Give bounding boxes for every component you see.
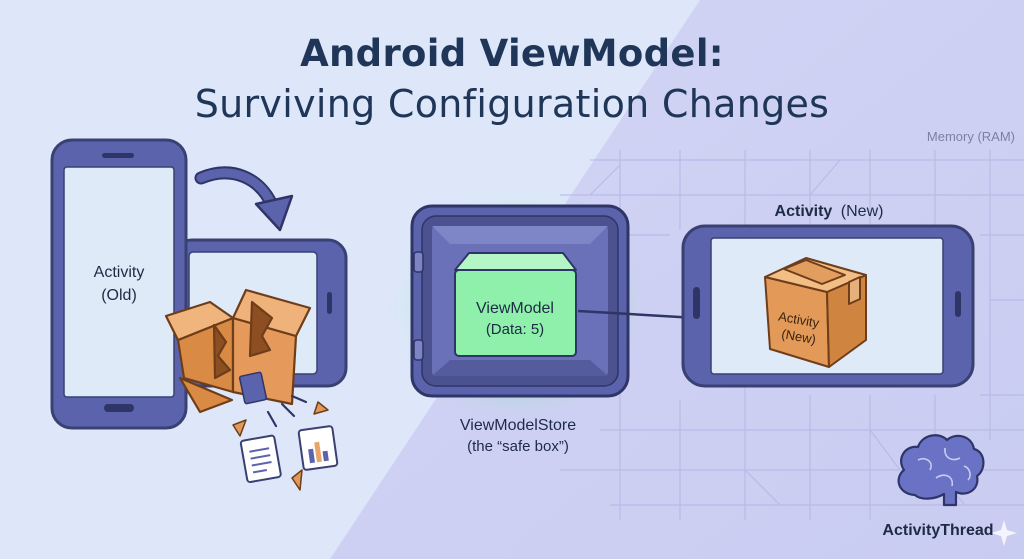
sparkle-icon [991,520,1017,546]
old-activity-name: Activity [94,264,145,281]
viewmodel-box [454,252,577,357]
viewmodel-name: ViewModel [476,300,554,317]
chart-icon [297,425,339,471]
intact-box-icon [764,257,867,368]
old-activity-state: (Old) [101,287,137,304]
store-note: (the “safe box”) [467,438,569,455]
background-right [330,0,1024,559]
document-icon [239,434,282,483]
brain-icon [897,434,985,507]
activity-thread-label: ActivityThread [882,522,993,539]
old-phone [50,138,188,430]
viewmodel-data: (Data: 5) [486,321,544,338]
memory-label: Memory (RAM) [927,129,1015,144]
title-line-2: Surviving Configuration Changes [194,82,830,126]
crack-lines [266,394,308,428]
new-box-line1: Activity [777,309,821,331]
new-activity-heading-bold: Activity [775,203,833,220]
store-name: ViewModelStore [460,417,576,434]
new-activity-heading-rest: (New) [841,203,884,220]
broken-box-icon [164,288,312,414]
box-fragments [232,401,329,491]
new-activity-heading: Activity (New) [775,203,884,220]
new-box-line2: (New) [780,326,817,347]
title-line-1: Android ViewModel: [300,32,724,75]
rotate-arrow-icon [194,166,294,232]
